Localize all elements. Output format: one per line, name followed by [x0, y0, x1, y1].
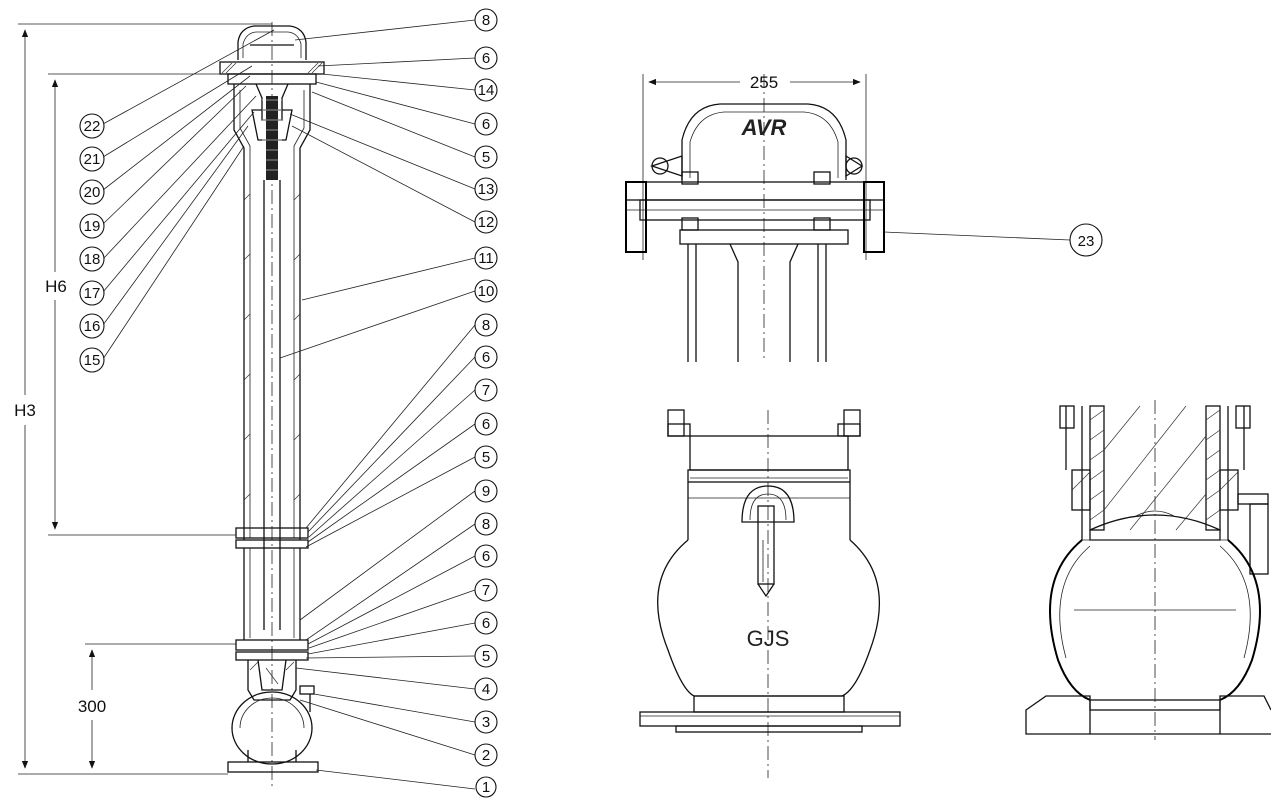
- part-bubble: 16: [79, 313, 105, 339]
- part-bubble: 18: [79, 246, 105, 272]
- svg-text:13: 13: [478, 181, 495, 198]
- svg-text:6: 6: [482, 548, 490, 565]
- part-bubble: 14: [474, 78, 498, 102]
- svg-text:23: 23: [1078, 233, 1095, 250]
- cap-detail-view: 255 AVR 23: [625, 73, 1103, 362]
- leader-lines-right: [279, 19, 476, 790]
- part-bubble: 8: [474, 313, 498, 337]
- part-bubbles-left: 22 21 20 19 18 17 16 15: [79, 113, 105, 373]
- svg-text:6: 6: [482, 116, 490, 133]
- svg-text:22: 22: [84, 118, 101, 135]
- svg-text:6: 6: [482, 50, 490, 67]
- svg-text:14: 14: [478, 82, 495, 99]
- part-bubble: 12: [474, 210, 498, 234]
- part-bubble: 1: [475, 776, 497, 798]
- svg-text:3: 3: [482, 714, 490, 731]
- part-bubble: 6: [474, 412, 498, 436]
- svg-text:21: 21: [84, 151, 101, 168]
- svg-text:6: 6: [482, 615, 490, 632]
- svg-text:6: 6: [482, 416, 490, 433]
- svg-text:7: 7: [482, 382, 490, 399]
- svg-text:8: 8: [482, 12, 490, 29]
- part-bubble: 20: [79, 179, 105, 205]
- valve-section-view: [1025, 400, 1271, 740]
- part-bubble: 5: [474, 644, 498, 668]
- svg-text:1: 1: [482, 779, 490, 796]
- svg-text:2: 2: [482, 747, 490, 764]
- part-bubble: 6: [474, 611, 498, 635]
- part-bubbles-right: 8 6 14 6 5 13 12 11 10 8 6 7 6 5 9 8 6 7…: [474, 8, 498, 798]
- svg-text:5: 5: [482, 149, 490, 166]
- svg-text:8: 8: [482, 317, 490, 334]
- part-bubble: 22: [79, 113, 105, 139]
- dim-255-label: 255: [750, 73, 778, 92]
- svg-text:9: 9: [482, 483, 490, 500]
- dimension-h6: H6: [45, 73, 236, 536]
- part-bubble: 6: [474, 544, 498, 568]
- dimension-h3: H3: [14, 23, 272, 775]
- valve-body-view: GJS: [639, 409, 901, 778]
- dim-h6-label: H6: [45, 277, 67, 296]
- part-bubble: 11: [474, 246, 498, 270]
- part-bubble: 7: [474, 378, 498, 402]
- svg-text:7: 7: [482, 582, 490, 599]
- part-bubble: 4: [474, 677, 498, 701]
- svg-text:17: 17: [84, 285, 101, 302]
- gjs-marking: GJS: [747, 626, 790, 651]
- svg-text:5: 5: [482, 648, 490, 665]
- avr-logo: AVR: [741, 115, 787, 140]
- svg-text:10: 10: [478, 283, 495, 300]
- svg-text:15: 15: [84, 352, 101, 369]
- part-bubble: 5: [474, 445, 498, 469]
- part-bubble: 6: [474, 345, 498, 369]
- part-bubble: 10: [474, 279, 498, 303]
- svg-text:8: 8: [482, 516, 490, 533]
- svg-text:6: 6: [482, 349, 490, 366]
- part-bubble: 6: [474, 112, 498, 136]
- part-bubble: 7: [474, 578, 498, 602]
- part-bubble: 23: [1069, 223, 1103, 257]
- dim-300-label: 300: [78, 697, 106, 716]
- part-bubble: 15: [79, 347, 105, 373]
- svg-text:4: 4: [482, 681, 490, 698]
- part-bubble: 8: [474, 8, 498, 32]
- hydrant-section-view: [219, 22, 325, 790]
- svg-text:20: 20: [84, 184, 101, 201]
- svg-text:11: 11: [478, 250, 494, 267]
- svg-text:16: 16: [84, 318, 101, 335]
- svg-text:5: 5: [482, 449, 490, 466]
- part-bubble: 19: [79, 213, 105, 239]
- part-bubble: 13: [474, 177, 498, 201]
- part-bubble: 2: [474, 743, 498, 767]
- part-bubble: 6: [474, 46, 498, 70]
- part-bubble: 17: [79, 280, 105, 306]
- part-bubble: 5: [474, 145, 498, 169]
- part-bubble: 3: [474, 710, 498, 734]
- svg-text:18: 18: [84, 251, 101, 268]
- svg-text:19: 19: [84, 218, 101, 235]
- part-bubble: 8: [474, 512, 498, 536]
- leader-lines-left: [102, 29, 275, 360]
- dim-h3-label: H3: [14, 401, 36, 420]
- dimension-300: 300: [78, 643, 236, 769]
- part-bubble: 9: [474, 479, 498, 503]
- part-bubble: 21: [79, 146, 105, 172]
- svg-text:12: 12: [478, 214, 495, 231]
